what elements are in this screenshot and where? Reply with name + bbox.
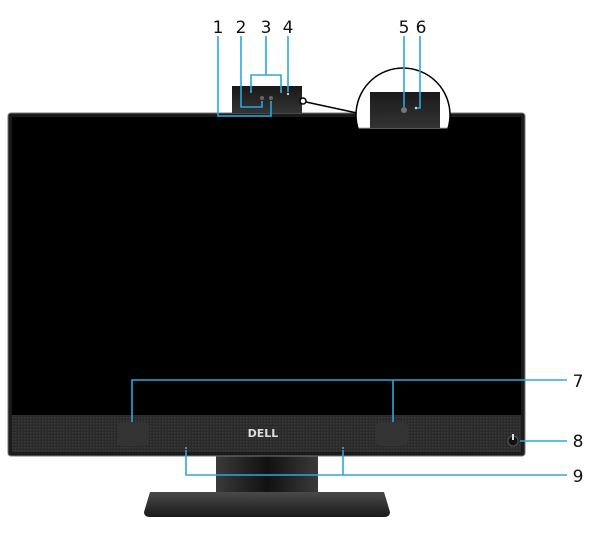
callout-4: 4 [283, 18, 294, 38]
callout-6: 6 [416, 18, 427, 38]
dell-logo: DELL [248, 427, 279, 440]
speaker-grille [12, 415, 521, 452]
callout-2: 2 [236, 18, 247, 38]
callout-8: 8 [573, 432, 584, 452]
camera-module [232, 86, 358, 114]
stand [144, 452, 390, 517]
monitor: DELL [7, 112, 526, 457]
callout-lines [131, 36, 567, 476]
speaker-right [376, 422, 408, 446]
camera-status-light [286, 92, 290, 96]
callout-1: 1 [213, 18, 224, 38]
microphone-right [342, 447, 344, 449]
microphone-left [185, 447, 187, 449]
camera-lens [260, 96, 264, 100]
callout-9: 9 [573, 467, 584, 487]
callout-5: 5 [399, 18, 410, 38]
callout-7: 7 [573, 372, 584, 392]
speaker-left [117, 422, 149, 446]
callout-labels: 1 2 3 4 5 6 7 8 9 [213, 18, 584, 487]
ir-camera [269, 96, 273, 100]
callout-3: 3 [261, 18, 272, 38]
display-screen [12, 117, 521, 415]
